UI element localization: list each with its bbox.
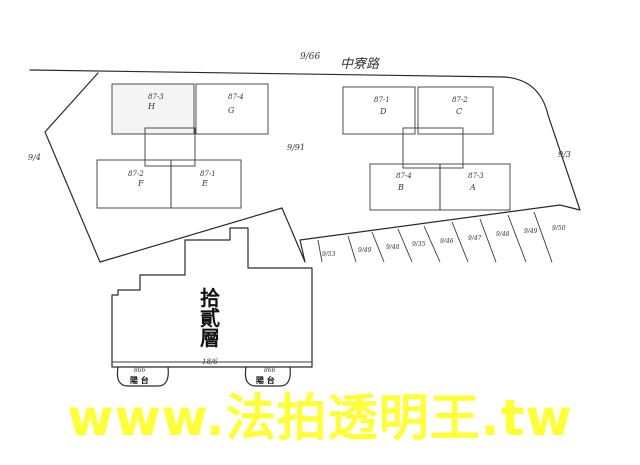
unit-d-letter: D — [379, 107, 387, 116]
unit-f-code: 87-2 — [128, 170, 144, 178]
unit-g-letter: G — [228, 106, 235, 115]
unit-g-outline — [195, 83, 269, 135]
road-code: 9/66 — [300, 52, 320, 62]
unit-b-code: 87-4 — [396, 172, 412, 180]
parking-lot-8: 9/49 — [524, 228, 538, 235]
floor-title-char-2: 貳 — [200, 306, 220, 330]
road-line — [29, 69, 506, 78]
unit-h-outline — [111, 83, 195, 135]
balcony-right-label: 陽 台 — [256, 375, 275, 385]
unit-d-outline — [342, 86, 416, 135]
unit-e-letter: E — [201, 179, 208, 188]
unit-e-outline — [170, 159, 242, 209]
floor-bottom-code: 18/6 — [202, 358, 218, 366]
core-left — [144, 127, 196, 167]
boundary-mark-left: 9/4 — [28, 153, 41, 162]
floor-title-char-3: 層 — [200, 326, 220, 350]
site-boundary — [44, 72, 581, 263]
parking-lot-5: 9/46 — [440, 238, 454, 245]
parking-lot-9: 9/50 — [552, 225, 566, 232]
site-number: 9/91 — [287, 143, 305, 152]
watermark-text: www.法拍透明王.tw — [67, 389, 573, 447]
road-corner-curve — [504, 76, 549, 116]
boundary-mark-right: 9/3 — [558, 150, 571, 159]
unit-g-code: 87-4 — [228, 93, 244, 101]
core-right — [402, 127, 464, 169]
unit-b-outline — [369, 163, 441, 211]
unit-cluster-right: 87-1 D 87-2 C 87-4 B 87-3 A — [342, 86, 511, 211]
parking-lot-3: 9/48 — [386, 244, 400, 251]
floor-title-char-1: 拾 — [200, 286, 220, 310]
parking-lot-4: 9/35 — [412, 241, 426, 248]
unit-d-code: 87-1 — [374, 96, 390, 104]
unit-cluster-left: 87-3 H 87-4 G 87-2 F 87-1 E — [96, 83, 269, 209]
balcony-left-outline — [116, 366, 169, 387]
unit-a-code: 87-3 — [468, 172, 484, 180]
unit-b-letter: B — [397, 183, 404, 192]
unit-h-code: 87-3 — [148, 93, 164, 101]
unit-c-code: 87-2 — [452, 96, 468, 104]
unit-h-letter: H — [147, 102, 156, 111]
parking-lot-1: 9/53 — [322, 251, 336, 258]
unit-e-code: 87-1 — [200, 170, 216, 178]
unit-f-outline — [96, 159, 172, 209]
parking-lot-6: 9/47 — [468, 235, 482, 242]
parking-lot-7: 9/48 — [496, 231, 510, 238]
unit-c-letter: C — [456, 107, 462, 116]
unit-f-letter: F — [137, 179, 144, 188]
unit-a-letter: A — [469, 183, 476, 192]
balcony-left-label: 陽 台 — [130, 375, 149, 385]
parking-lot-2: 9/49 — [358, 247, 372, 254]
floor-block-outline — [111, 227, 313, 368]
balcony-left-code: 866 — [134, 367, 146, 374]
unit-c-outline — [417, 86, 494, 135]
balcony-right-code: 866 — [264, 367, 276, 374]
parking-stalls: 9/53 9/49 9/48 9/35 9/46 9/47 9/48 9/49 … — [317, 211, 566, 263]
balcony-right-outline — [244, 366, 291, 387]
road-name: 中寮路 — [340, 57, 380, 72]
unit-a-outline — [439, 163, 511, 211]
